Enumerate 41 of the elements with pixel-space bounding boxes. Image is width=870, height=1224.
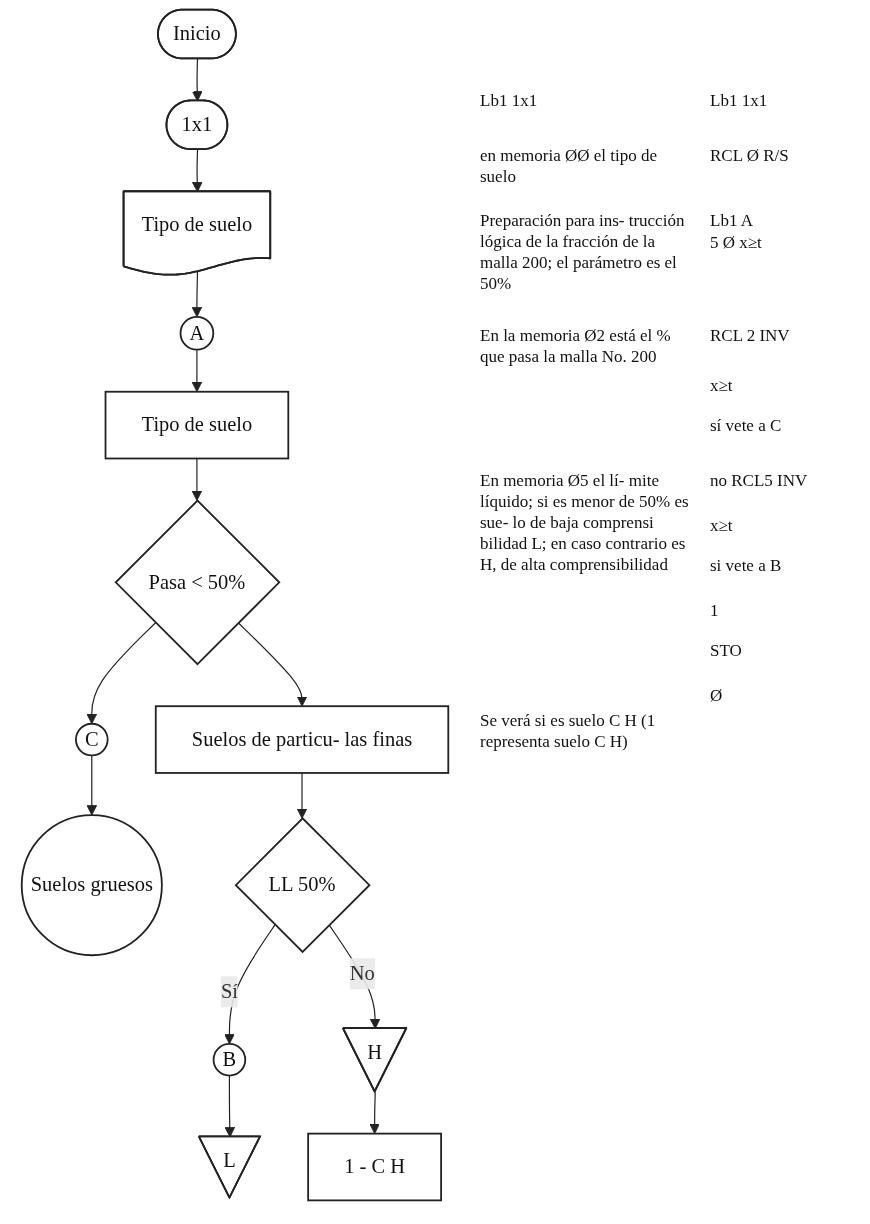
node-box: 1 - C H xyxy=(307,1132,442,1202)
arrow xyxy=(328,924,381,1030)
arrow xyxy=(191,349,203,393)
note-text: RCL 2 INV xyxy=(710,325,791,346)
note-text: Se verá si es suelo C H (1 representa suelo C H) xyxy=(480,710,657,752)
note-text: RCL Ø R/S xyxy=(710,145,790,166)
arrow xyxy=(191,271,203,318)
node-diamond: Pasa < 50% xyxy=(114,499,281,666)
node-circle: A xyxy=(179,315,215,351)
node-box: Tipo de suelo xyxy=(104,390,290,460)
arrow xyxy=(86,754,98,816)
note-text: x≥t xyxy=(710,515,734,536)
node-circle: C xyxy=(75,722,109,757)
arrow xyxy=(224,1075,236,1138)
note-text: en memoria ØØ el tipo de suelo xyxy=(480,145,659,187)
edge-label: No xyxy=(349,961,375,985)
edge-label: Sí xyxy=(220,979,238,1003)
note-text: Lb1 1x1 xyxy=(710,90,769,111)
note-text: En memoria Ø5 el lí- mite líquido; si es menor de 50% es sue- lo de baja comprensi bilidad L; en caso contrario es H, de alta comprensibilidad xyxy=(480,470,690,575)
arrow xyxy=(191,58,203,102)
note-text: x≥t xyxy=(710,375,734,396)
node-box: Suelos de particu- las finas xyxy=(154,705,450,774)
arrow xyxy=(296,772,308,819)
note-text: Lb1 A xyxy=(710,210,754,231)
node-circle: Suelos gruesos xyxy=(20,814,163,957)
note-text: Ø xyxy=(710,685,724,706)
note-text: sí vete a C xyxy=(710,415,783,436)
note-text: STO xyxy=(710,640,743,661)
note-text: 5 Ø x≥t xyxy=(710,232,763,253)
node-diamond: LL 50% xyxy=(234,817,371,954)
arrow xyxy=(237,622,308,707)
arrow xyxy=(369,1091,380,1135)
arrow xyxy=(86,622,157,725)
note-text: Preparación para ins- trucción lógica de la fracción de la malla 200; el parámetro es el 50% xyxy=(480,210,686,294)
node-circle: B xyxy=(212,1043,247,1077)
arrow xyxy=(191,457,203,502)
note-text: Lb1 1x1 xyxy=(480,90,539,111)
note-text: si vete a B xyxy=(710,555,783,576)
note-text: 1 xyxy=(710,600,720,621)
note-text: En la memoria Ø2 está el % que pasa la malla No. 200 xyxy=(480,325,672,367)
note-text: no RCL5 INV xyxy=(710,470,809,491)
